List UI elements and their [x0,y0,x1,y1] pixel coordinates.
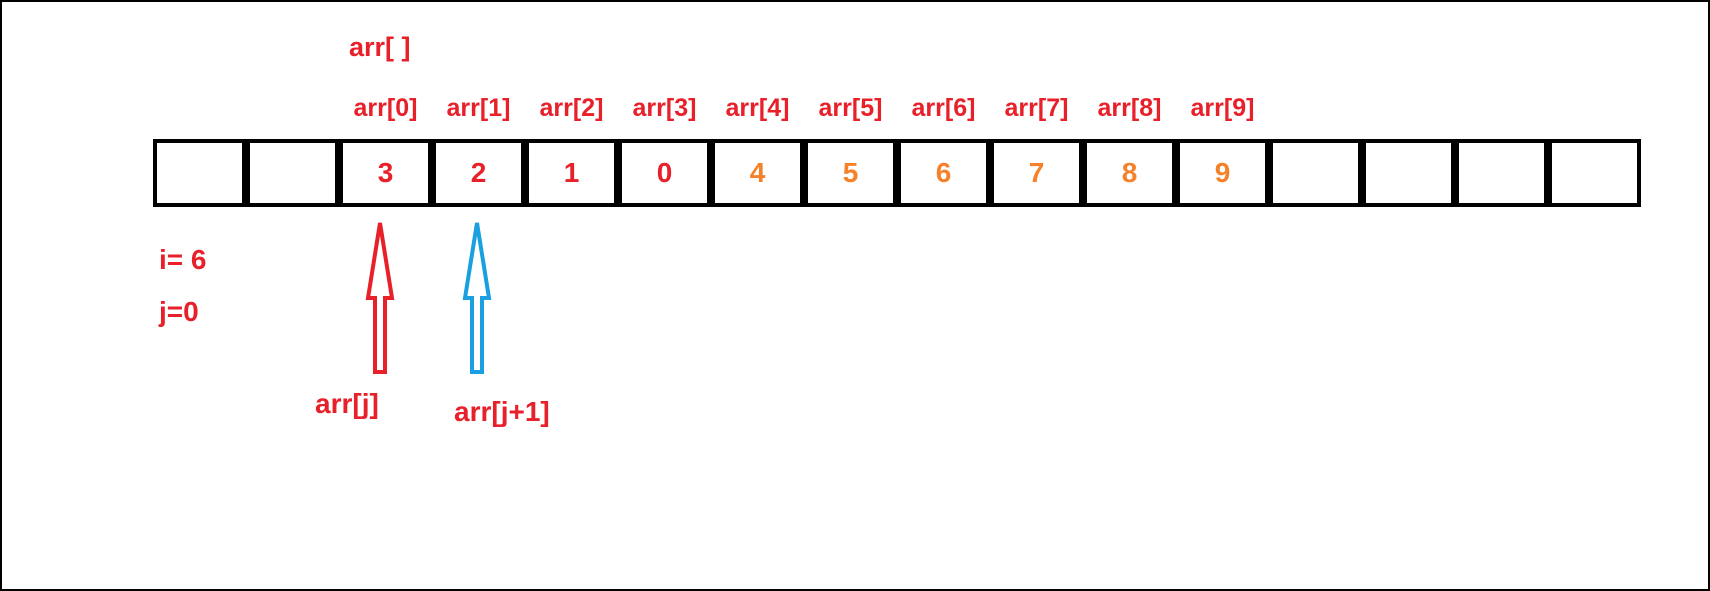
arrow-arr-j [365,222,395,374]
pointer-label-arr-j-plus-1: arr[j+1] [454,396,550,427]
index-label: arr[1] [446,94,511,122]
array-cell: 4 [711,139,804,207]
array-cell: 5 [804,139,897,207]
index-label: arr[0] [353,94,418,122]
array-cell: 6 [897,139,990,207]
array-cell [1548,139,1641,207]
array-cell [246,139,339,207]
index-label: arr[8] [1097,94,1162,122]
index-label: arr[9] [1190,94,1255,122]
variable-j: j=0 [159,296,199,327]
array-cell [1455,139,1548,207]
index-label: arr[2] [539,94,604,122]
array-cell: 3 [339,139,432,207]
array-cell: 7 [990,139,1083,207]
array-cell: 8 [1083,139,1176,207]
array-cell: 1 [525,139,618,207]
index-label: arr[4] [725,94,790,122]
array-cell [153,139,246,207]
array-title: arr[ ] [349,32,411,62]
array-cell: 9 [1176,139,1269,207]
index-label: arr[5] [818,94,883,122]
index-label: arr[7] [1004,94,1069,122]
pointer-label-arr-j: arr[j] [315,388,379,419]
array-cell: 2 [432,139,525,207]
arrow-arr-j-plus-1 [462,222,492,374]
array-cell [1269,139,1362,207]
array-cell [1362,139,1455,207]
array-cell: 0 [618,139,711,207]
variable-i: i= 6 [159,244,207,275]
index-label: arr[6] [911,94,976,122]
index-label: arr[3] [632,94,697,122]
